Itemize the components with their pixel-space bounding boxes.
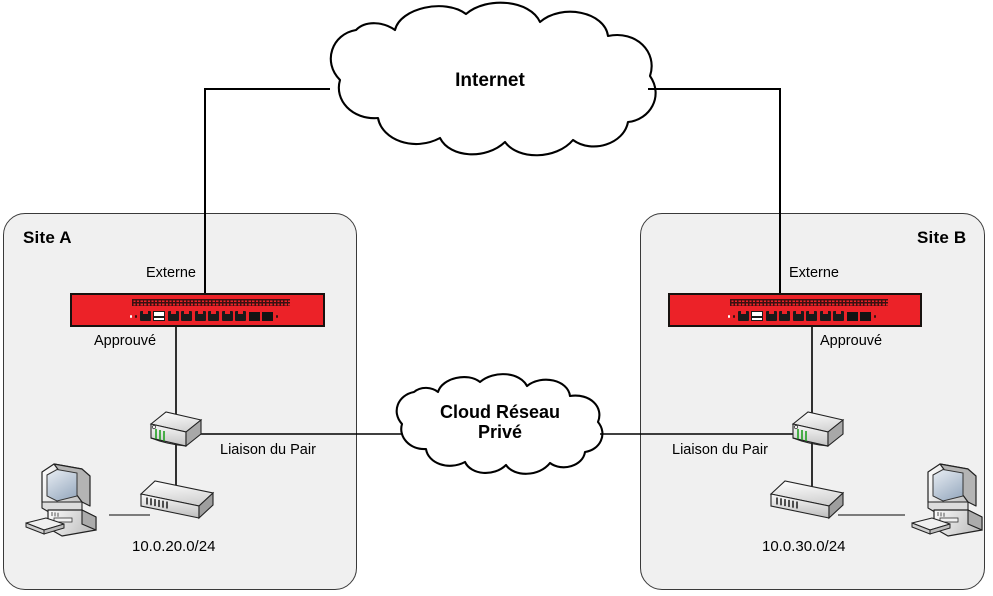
site-b-switch-icon[interactable] — [768, 478, 846, 530]
firewall-rj45-port-icon — [194, 311, 206, 322]
private-cloud-label: Cloud Réseau Privé — [405, 402, 595, 442]
firewall-led-icon — [732, 315, 735, 318]
firewall-sfp-port-icon — [860, 311, 871, 321]
firewall-vent-grille — [730, 299, 888, 306]
site-b-workstation-icon[interactable] — [910, 460, 993, 542]
firewall-led-icon — [275, 315, 279, 318]
site-b-peer-link-label: Liaison du Pair — [672, 442, 768, 458]
firewall-sfp-port-icon — [262, 311, 274, 321]
private-cloud-label-line1: Cloud Réseau — [439, 402, 561, 422]
firewall-rj45-port-icon — [819, 311, 831, 322]
site-a-title: Site A — [23, 228, 72, 247]
link-internet-to-site-b — [648, 88, 781, 300]
site-a-peer-link-label: Liaison du Pair — [220, 442, 316, 458]
firewall-rj45-port-icon — [235, 311, 247, 322]
firewall-rj45-port-icon — [139, 311, 151, 322]
site-b-firewall-appliance[interactable] — [668, 293, 922, 327]
site-a-switch-icon[interactable] — [138, 478, 216, 530]
site-a-workstation-icon[interactable] — [24, 460, 112, 542]
firewall-rj45-port-icon — [806, 311, 817, 322]
firewall-rj45-port-icon — [221, 311, 233, 322]
internet-cloud-label: Internet — [395, 70, 585, 91]
firewall-rj45-port-icon — [181, 311, 193, 322]
internet-cloud-shape — [329, 1, 657, 157]
site-a-firewall-appliance[interactable] — [70, 293, 325, 327]
site-b-external-interface-label: Externe — [789, 265, 839, 281]
firewall-usb-port-icon — [751, 311, 763, 322]
internet-label-text: Internet — [455, 70, 525, 91]
link-internet-to-site-a — [204, 88, 330, 300]
site-b-subnet-label: 10.0.30.0/24 — [762, 538, 846, 555]
private-cloud-shape — [395, 373, 604, 475]
firewall-led-icon — [873, 315, 876, 318]
site-b-trusted-interface-label: Approuvé — [820, 333, 883, 349]
firewall-rj45-port-icon — [792, 311, 804, 322]
firewall-led-icon — [134, 315, 138, 318]
site-a-subnet-label: 10.0.20.0/24 — [132, 538, 216, 555]
site-a-external-interface-label: Externe — [146, 265, 196, 281]
private-cloud-label-line2: Privé — [477, 422, 523, 443]
site-b-title: Site B — [917, 228, 967, 247]
firewall-rj45-port-icon — [833, 311, 844, 322]
firewall-led-icon — [129, 315, 133, 318]
firewall-led-icon — [727, 315, 730, 318]
firewall-rj45-port-icon — [208, 311, 220, 322]
firewall-sfp-port-icon — [248, 311, 260, 321]
firewall-sfp-port-icon — [846, 311, 858, 321]
site-a-router-icon[interactable] — [148, 408, 204, 454]
firewall-port-row — [727, 311, 876, 322]
firewall-rj45-port-icon — [167, 311, 179, 322]
firewall-rj45-port-icon — [737, 311, 749, 322]
firewall-port-row — [129, 311, 279, 322]
site-a-trusted-interface-label: Approuvé — [94, 333, 157, 349]
firewall-usb-port-icon — [153, 311, 166, 322]
firewall-rj45-port-icon — [765, 311, 777, 322]
firewall-rj45-port-icon — [779, 311, 790, 322]
site-b-router-icon[interactable] — [790, 408, 846, 454]
firewall-vent-grille — [132, 299, 291, 306]
